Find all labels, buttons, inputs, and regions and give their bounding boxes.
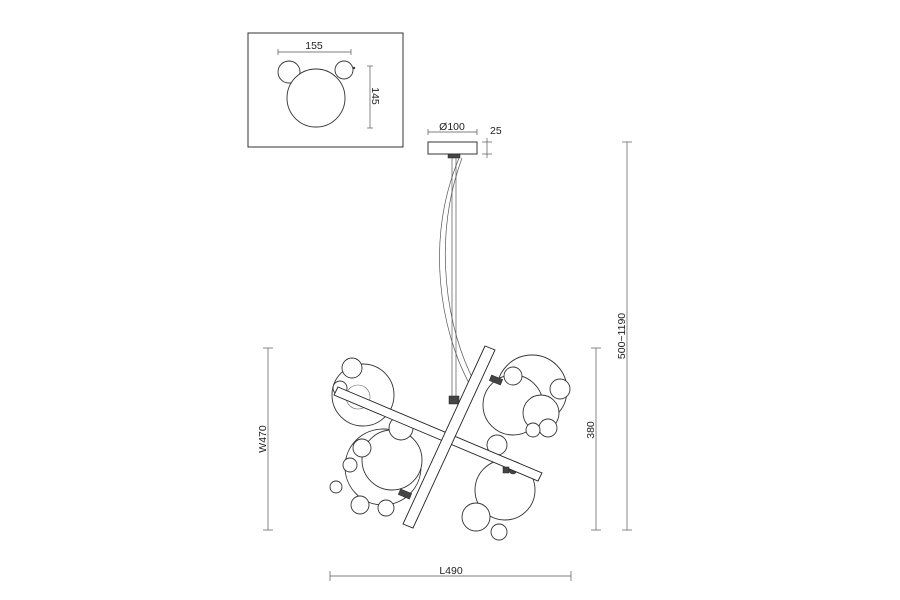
horizontal-frame-bar bbox=[333, 386, 543, 482]
canopy-plate bbox=[427, 141, 478, 155]
width-label: W470 bbox=[257, 425, 269, 453]
canopy: Ø100 25 bbox=[427, 121, 502, 159]
detail-small-sphere-right bbox=[334, 60, 354, 80]
diagonal-frame-bar bbox=[402, 345, 496, 529]
detail-frame bbox=[247, 32, 404, 148]
length-label: L490 bbox=[439, 565, 463, 577]
total-height-label: 500~1190 bbox=[616, 313, 628, 359]
suspension-cables bbox=[439, 157, 477, 405]
canopy-diameter-label: Ø100 bbox=[439, 121, 465, 133]
detail-large-sphere bbox=[286, 68, 346, 128]
body-height-label: 380 bbox=[585, 421, 597, 439]
canopy-height-label: 25 bbox=[490, 125, 502, 137]
overall-dimensions: 500~1190 380 W470 L490 bbox=[257, 141, 632, 581]
detail-height-label: 145 bbox=[369, 87, 381, 105]
glass-spheres bbox=[329, 354, 571, 541]
frame-bars bbox=[333, 345, 543, 529]
detail-view: 155 145 bbox=[247, 32, 404, 148]
cable-clamp bbox=[448, 395, 460, 405]
detail-small-sphere-left bbox=[277, 60, 301, 84]
detail-width-label: 155 bbox=[305, 40, 323, 52]
